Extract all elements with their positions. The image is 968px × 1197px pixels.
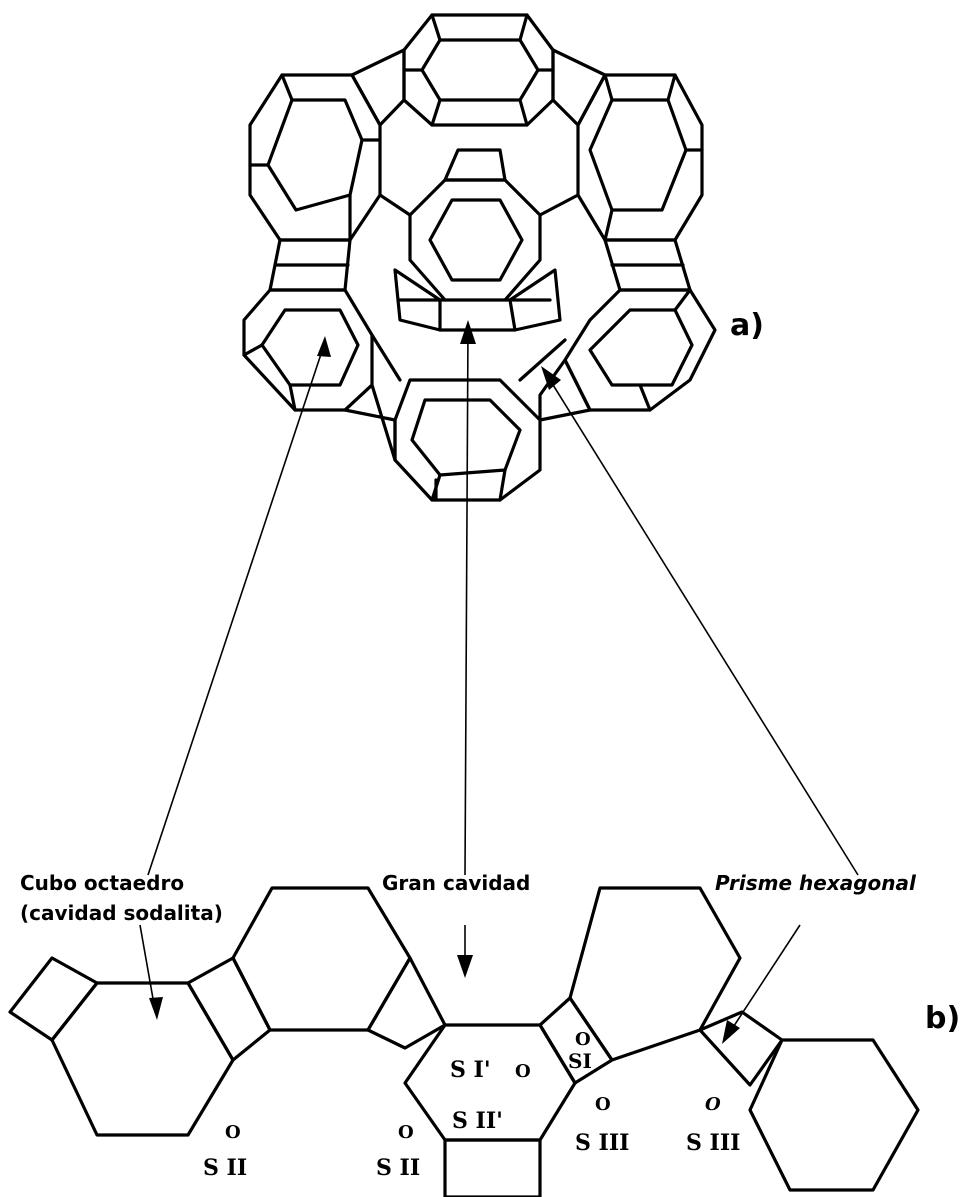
arrow-down-prism: [727, 924, 801, 1036]
supercage-inner-rings: [378, 148, 580, 332]
framework-cross-section: [8, 886, 920, 1197]
arrowhead-supercage: [460, 320, 476, 344]
faujasite-framework-drawing: [242, 13, 717, 502]
sodalite-hex-3: [568, 886, 742, 1062]
label-cavidad-sodalita: (cavidad sodalita): [20, 901, 223, 925]
bottom-prism: [443, 1138, 542, 1197]
arrow-to-hexagonal-prism: [544, 371, 859, 876]
sodalite-unit-upper-right: [576, 73, 704, 242]
site-s-iii-right: S III: [686, 1130, 740, 1156]
cation-site-labels: O S II O S II S I' O S II' O SI O S III …: [203, 1029, 740, 1181]
o-marker-si-prime: O: [515, 1061, 531, 1082]
o-marker-siii-right: O: [705, 1094, 721, 1115]
sodalite-hex-4: [748, 1038, 920, 1192]
prism-2: [366, 956, 447, 1050]
sodalite-unit-upper-left: [248, 73, 382, 242]
hexagonal-prisms: [268, 48, 692, 462]
arrow-to-supercage: [464, 327, 469, 876]
o-marker-si: O: [575, 1029, 591, 1050]
o-marker-sii-left: O: [225, 1122, 241, 1143]
site-s-ii-mid: S II: [376, 1155, 420, 1181]
sodalite-unit-top: [402, 13, 555, 127]
label-gran-cavidad: Gran cavidad: [382, 871, 530, 895]
arrowhead-sodalite-cage: [317, 336, 331, 357]
leader-arrows: [139, 320, 859, 1044]
o-marker-sii-mid: O: [398, 1122, 414, 1143]
site-s-ii-left: S II: [203, 1155, 247, 1181]
site-s-iii-mid: S III: [575, 1130, 629, 1156]
prism-4: [698, 1010, 784, 1087]
sodalite-hex-1: [50, 981, 235, 1137]
arrowhead-hexagonal-prism: [541, 366, 561, 390]
sodalite-hex-2: [231, 886, 412, 1032]
part-a-label: a): [730, 308, 764, 343]
o-marker-siii-mid: O: [595, 1094, 611, 1115]
arrowhead-down-sodalite: [149, 997, 163, 1020]
part-b-label: b): [925, 1001, 960, 1036]
label-prisme-hexagonal: Prisme hexagonal: [715, 871, 917, 895]
arrowhead-down-supercage: [457, 955, 473, 978]
arrowhead-down-prism: [722, 1020, 740, 1044]
label-cubo-octaedro: Cubo octaedro: [20, 871, 184, 895]
site-s-i-prime: S I': [450, 1057, 491, 1083]
sodalite-unit-lower-right: [563, 288, 717, 412]
site-s-i: SI: [568, 1049, 592, 1073]
site-s-ii-prime: S II': [452, 1108, 503, 1134]
arrow-to-sodalite-cage: [147, 341, 326, 876]
arrow-down-sodalite: [139, 924, 156, 1011]
